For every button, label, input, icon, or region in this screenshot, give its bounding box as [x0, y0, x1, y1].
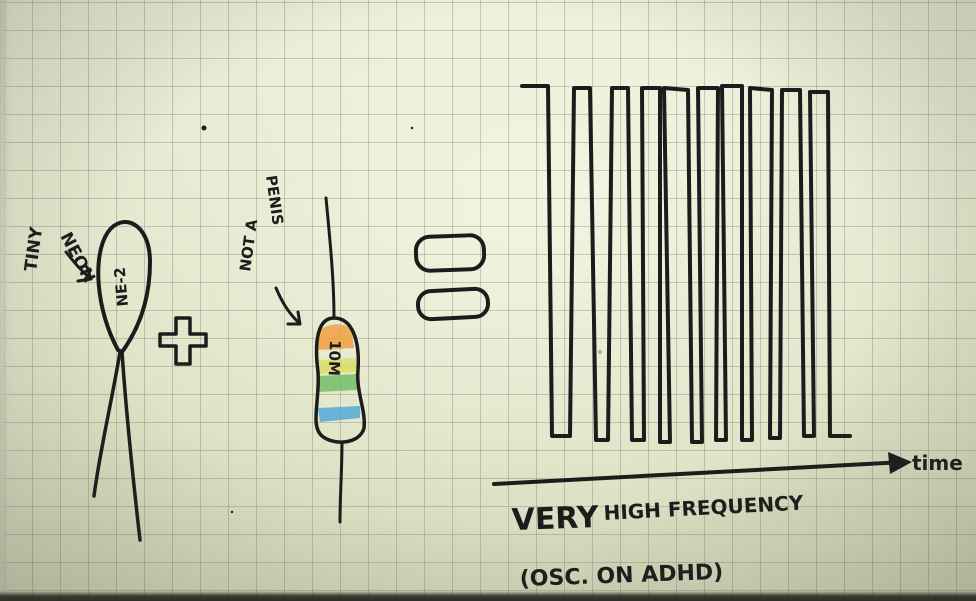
ink-dot	[411, 127, 413, 129]
ink-dot	[598, 350, 602, 354]
resistor-value-label: 10M	[325, 340, 344, 376]
resistor: 10M	[316, 198, 364, 522]
tiny-label: TINY	[21, 225, 47, 272]
ink-dot	[202, 126, 207, 131]
very-label: VERY	[511, 500, 600, 538]
neon-lead-right	[122, 352, 140, 540]
penis-label: PENIS	[262, 174, 287, 226]
resistor-band-green	[318, 374, 358, 392]
plus-sign	[160, 318, 206, 364]
high-frequency-label: HIGH FREQUENCY	[603, 491, 804, 525]
neon-body-label: NE-2	[111, 266, 132, 307]
neon-lead-left	[94, 352, 120, 496]
equals-sign	[415, 235, 488, 320]
time-axis-arrow	[888, 452, 912, 474]
resistor-band-blue	[318, 406, 360, 422]
time-label: time	[912, 451, 963, 475]
neon-lamp: NE-2	[94, 222, 150, 540]
square-waveform	[522, 86, 850, 442]
resistor-lead-top	[326, 198, 334, 318]
time-axis	[494, 462, 904, 484]
not-a-label: NOT A	[236, 218, 261, 273]
resistor-lead-bottom	[340, 442, 342, 522]
footnote-label: (OSC. ON ADHD)	[519, 560, 723, 592]
arrow-to-resistor	[276, 288, 298, 322]
neon-label: NEON	[56, 229, 99, 287]
ink-dot	[231, 511, 233, 513]
